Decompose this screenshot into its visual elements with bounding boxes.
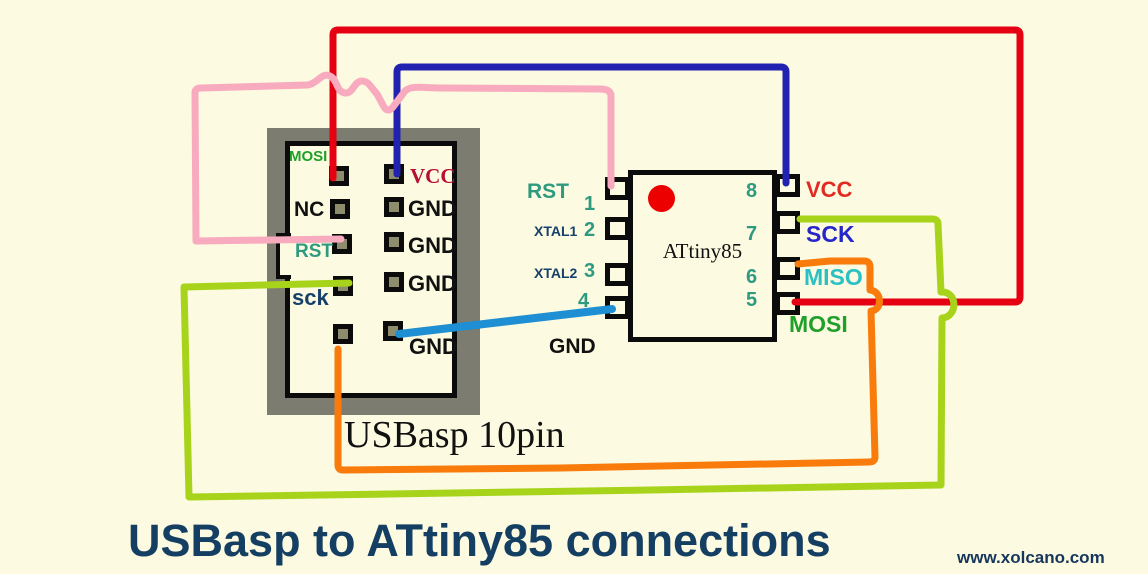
- attiny85-pin8-stub: [775, 174, 800, 197]
- usbasp-label-mosi: MOSI: [289, 148, 328, 165]
- usbasp-pin-9: [333, 324, 353, 344]
- attiny85-pin5-number: 5: [746, 289, 758, 311]
- attiny85-pin4-stub: [605, 296, 630, 319]
- usbasp-pin-gnd3: [384, 272, 404, 292]
- attiny85-pin4-number: 4: [578, 290, 590, 312]
- usbasp-pin-nc: [330, 199, 350, 219]
- usbasp-label-rst: RST: [295, 241, 333, 262]
- usbasp-key-notch: [276, 233, 291, 279]
- usbasp-label-gnd3: GND: [408, 271, 457, 296]
- usbasp-pin-vcc: [384, 164, 404, 184]
- usbasp-pin-gnd4: [383, 321, 403, 341]
- usbasp-pin-sck: [333, 276, 353, 296]
- usbasp-label-vcc: VCC: [410, 164, 456, 188]
- usbasp-label-gnd1: GND: [408, 196, 457, 221]
- attiny85-pin3-number: 3: [584, 260, 596, 282]
- attiny85-pin6-number: 6: [746, 266, 758, 288]
- page-title: USBasp to ATtiny85 connections: [128, 515, 831, 566]
- usbasp-pin-rst: [332, 234, 352, 254]
- website-url: www.xolcano.com: [957, 548, 1105, 567]
- attiny85-pin6-stub: [775, 257, 800, 280]
- attiny85-pin3-stub: [605, 263, 630, 286]
- usbasp-pin-gnd1: [384, 197, 404, 217]
- attiny85-pin8-number: 8: [746, 180, 758, 202]
- attiny85-label-rst: RST: [527, 180, 569, 203]
- usbasp-caption: USBasp 10pin: [344, 414, 565, 456]
- attiny85-pin2-number: 2: [584, 219, 596, 241]
- usbasp-label-gnd4: GND: [409, 334, 458, 359]
- usbasp-label-sck: sck: [292, 285, 329, 310]
- attiny85-label-sck: SCK: [806, 221, 855, 247]
- attiny85-label-gnd: GND: [549, 335, 596, 358]
- pin1-marker-dot: [648, 185, 675, 212]
- attiny85-pin7-stub: [775, 211, 800, 234]
- usbasp-pin-gnd2: [384, 232, 404, 252]
- attiny85-label-vcc: VCC: [806, 177, 853, 202]
- attiny85-pin7-number: 7: [746, 223, 758, 245]
- attiny85-label-xtal1: XTAL1: [534, 223, 578, 239]
- attiny85-label-xtal2: XTAL2: [534, 265, 578, 281]
- usbasp-label-nc: NC: [294, 198, 325, 221]
- attiny85-pin2-stub: [605, 217, 630, 240]
- attiny85-label-miso: MISO: [804, 264, 863, 290]
- attiny85-pin1-number: 1: [584, 193, 596, 215]
- attiny85-pin1-stub: [605, 177, 630, 200]
- usbasp-pin-mosi: [329, 166, 349, 186]
- attiny85-label-mosi: MOSI: [789, 311, 848, 337]
- usbasp-label-gnd2: GND: [408, 233, 457, 258]
